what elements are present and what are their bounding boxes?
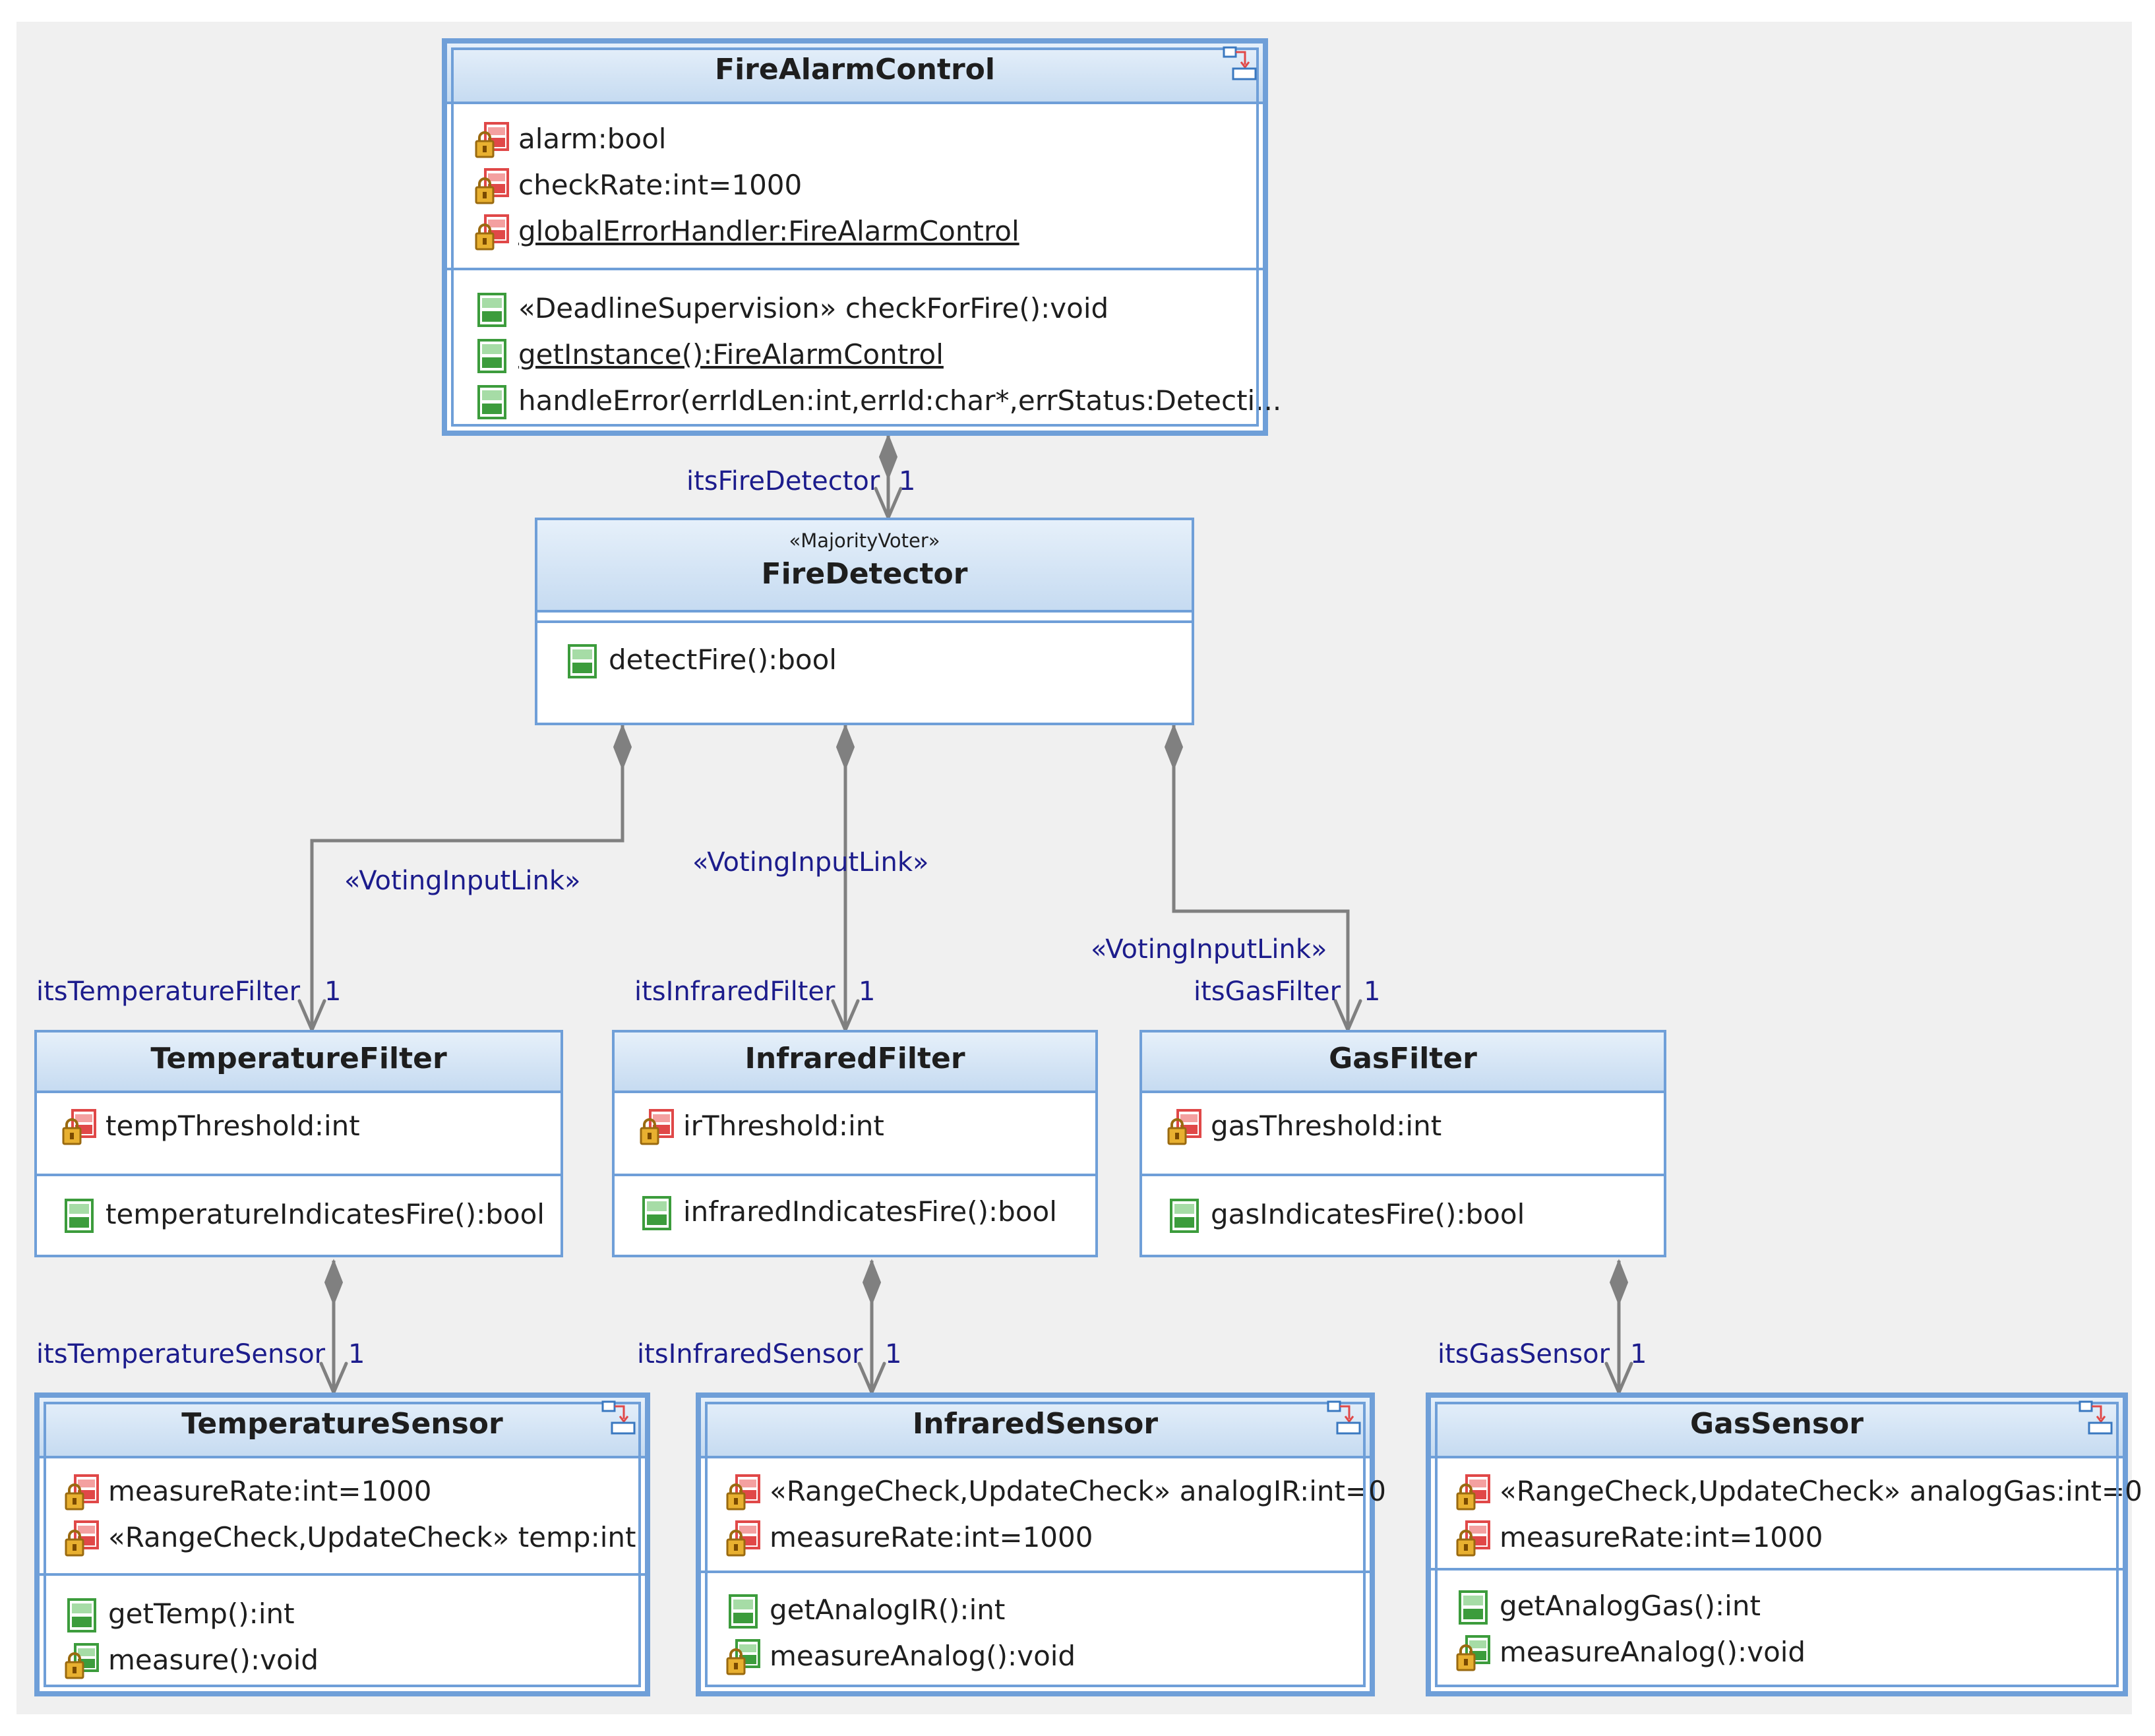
stereotype-voting-input-link: «VotingInputLink»	[1091, 934, 1327, 965]
private-attribute-icon	[473, 122, 510, 159]
private-attribute-icon	[725, 1474, 762, 1511]
class-header: «MajorityVoter» FireDetector	[537, 520, 1192, 613]
association-infrared-filter[interactable]	[833, 725, 858, 1030]
composition-diamond	[863, 1260, 881, 1305]
role-name-its-infrared-filter: itsInfraredFilter	[634, 976, 835, 1007]
role-name-its-infrared-sensor: itsInfraredSensor	[637, 1339, 863, 1369]
compartment-divider	[1431, 1568, 2123, 1571]
private-attribute-icon	[61, 1109, 98, 1146]
role-name-its-gas-filter: itsGasFilter	[1194, 976, 1341, 1007]
composition-diamond	[613, 725, 632, 769]
active-class-icon	[1325, 1399, 1362, 1436]
private-attribute-icon	[63, 1474, 100, 1511]
composition-diamond	[324, 1260, 343, 1305]
compartment-divider	[701, 1571, 1370, 1573]
multiplicity-label: 1	[885, 1339, 902, 1369]
class-gas-filter[interactable]: GasFilter gasThreshold:int gasIndicatesF…	[1139, 1030, 1666, 1257]
class-name: FireDetector	[761, 557, 968, 591]
class-name: TemperatureFilter	[150, 1042, 447, 1075]
class-name: TemperatureSensor	[181, 1407, 503, 1441]
class-infrared-filter[interactable]: InfraredFilter irThreshold:int infraredI…	[612, 1030, 1098, 1257]
private-attribute-icon	[1455, 1520, 1492, 1557]
active-class-icon	[1221, 45, 1258, 82]
class-header: InfraredSensor	[701, 1398, 1370, 1458]
class-header: GasFilter	[1142, 1033, 1664, 1093]
private-attribute-icon	[473, 168, 510, 205]
class-infrared-sensor[interactable]: InfraredSensor «RangeCheck,UpdateCheck» …	[696, 1392, 1386, 1696]
association-fire-detector[interactable]	[876, 434, 901, 518]
composition-diamond	[1610, 1260, 1628, 1305]
protected-operation-icon	[725, 1639, 762, 1676]
multiplicity-label: 1	[899, 466, 916, 496]
class-name: GasFilter	[1329, 1042, 1477, 1075]
class-temperature-filter[interactable]: TemperatureFilter tempThreshold:int temp…	[34, 1030, 563, 1257]
private-attribute-icon	[638, 1109, 675, 1146]
multiplicity-label: 1	[348, 1339, 365, 1369]
protected-operation-icon	[63, 1643, 100, 1680]
public-operation-icon	[473, 338, 510, 374]
active-class-icon	[600, 1399, 637, 1436]
role-name-its-temperature-sensor: itsTemperatureSensor	[36, 1339, 326, 1369]
public-operation-icon	[63, 1597, 100, 1634]
class-fire-alarm-control[interactable]: FireAlarmControl alarm:bool checkRate:in…	[442, 38, 1281, 436]
public-operation-icon	[473, 291, 510, 328]
compartment-divider	[40, 1573, 645, 1576]
role-name-its-fire-detector: itsFireDetector	[686, 466, 880, 496]
public-operation-icon	[473, 384, 510, 421]
association-temperature-sensor[interactable]	[321, 1260, 346, 1392]
composition-diamond	[879, 434, 897, 479]
class-name: GasSensor	[1690, 1407, 1864, 1441]
class-gas-sensor[interactable]: GasSensor «RangeCheck,UpdateCheck» analo…	[1426, 1392, 2142, 1696]
role-name-its-gas-sensor: itsGasSensor	[1438, 1339, 1610, 1369]
public-operation-icon	[564, 643, 601, 680]
public-operation-icon	[1455, 1589, 1492, 1626]
multiplicity-label: 1	[1364, 976, 1381, 1007]
private-attribute-icon	[63, 1520, 100, 1557]
association-gas-sensor[interactable]	[1606, 1260, 1631, 1392]
private-attribute-icon	[1166, 1109, 1203, 1146]
public-operation-icon	[1166, 1197, 1203, 1234]
multiplicity-label: 1	[1630, 1339, 1647, 1369]
class-header: InfraredFilter	[615, 1033, 1095, 1093]
class-header: TemperatureFilter	[37, 1033, 561, 1093]
private-attribute-icon	[1455, 1474, 1492, 1511]
composition-diamond	[836, 725, 855, 769]
class-header: GasSensor	[1431, 1398, 2123, 1458]
association-infrared-sensor[interactable]	[859, 1260, 884, 1392]
class-header: FireAlarmControl	[447, 44, 1263, 104]
stereotype-voting-input-link: «VotingInputLink»	[344, 866, 581, 896]
compartment-divider	[447, 268, 1263, 270]
class-name: FireAlarmControl	[715, 53, 995, 86]
association-temperature-filter[interactable]	[299, 725, 632, 1030]
private-attribute-icon	[473, 214, 510, 251]
protected-operation-icon	[1455, 1635, 1492, 1672]
composition-diamond	[1165, 725, 1183, 769]
class-name: InfraredFilter	[744, 1042, 965, 1075]
class-fire-detector[interactable]: «MajorityVoter» FireDetector detectFire(…	[535, 518, 1194, 725]
class-temperature-sensor[interactable]: TemperatureSensor measureRate:int=1000 «…	[34, 1392, 650, 1696]
public-operation-icon	[638, 1195, 675, 1232]
class-name: InfraredSensor	[912, 1407, 1159, 1441]
active-class-icon	[2077, 1399, 2114, 1436]
multiplicity-label: 1	[324, 976, 342, 1007]
class-header: TemperatureSensor	[40, 1398, 645, 1458]
multiplicity-label: 1	[859, 976, 876, 1007]
private-attribute-icon	[725, 1520, 762, 1557]
association-gas-filter[interactable]	[1165, 725, 1360, 1030]
compartment-divider	[537, 620, 1192, 623]
compartment-divider	[37, 1174, 561, 1176]
compartment-divider	[1142, 1174, 1664, 1176]
public-operation-icon	[725, 1593, 762, 1630]
role-name-its-temperature-filter: itsTemperatureFilter	[36, 976, 301, 1007]
stereotype-voting-input-link: «VotingInputLink»	[692, 847, 929, 878]
compartment-divider	[615, 1174, 1095, 1176]
class-stereotype: «MajorityVoter»	[789, 529, 940, 552]
public-operation-icon	[61, 1197, 98, 1234]
